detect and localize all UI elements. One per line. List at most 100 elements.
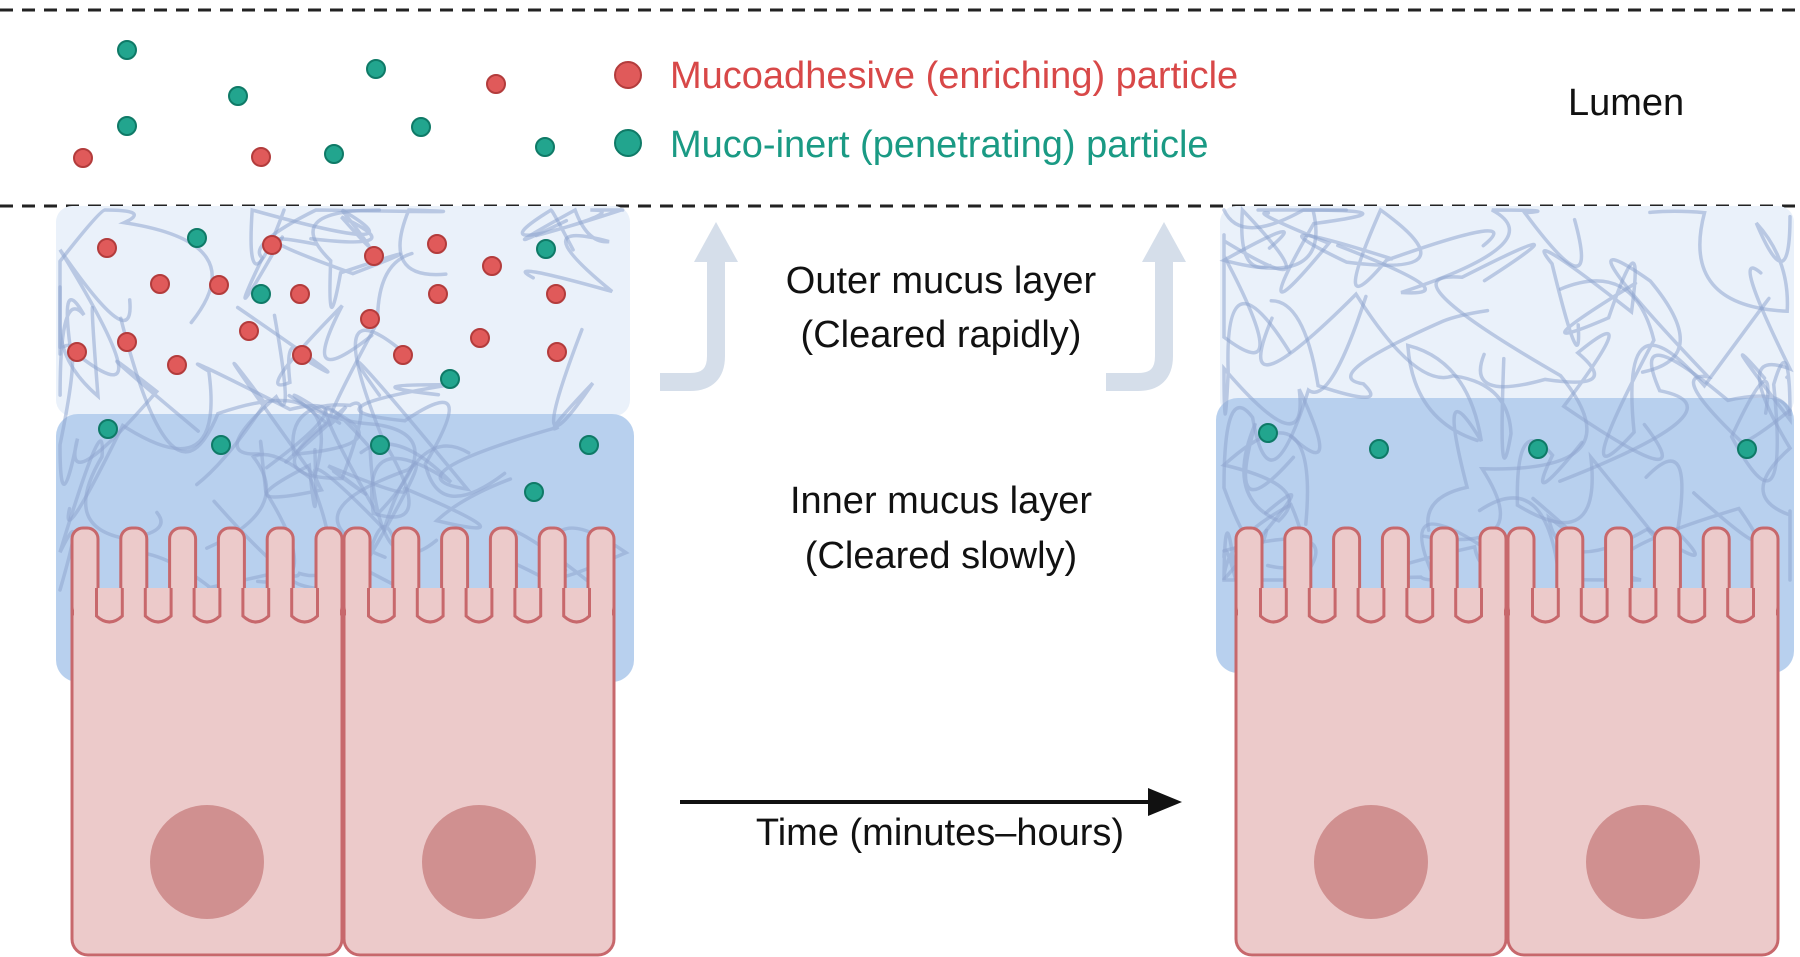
left-epithelial-cells: [70, 526, 616, 957]
mucoinert-particle: [524, 482, 544, 502]
cell-nucleus: [1314, 805, 1428, 919]
mucin-fiber: [355, 327, 595, 492]
mucin-fiber: [520, 208, 625, 252]
mucin-fiber: [58, 248, 132, 397]
mucin-fiber: [119, 316, 324, 487]
mucoadhesive-legend-label: Mucoadhesive (enriching) particle: [670, 55, 1238, 97]
mucin-fiber: [1405, 343, 1484, 532]
mucoadhesive-particle: [360, 309, 380, 329]
mucin-fiber: [1383, 522, 1529, 582]
mucin-fiber: [1558, 353, 1792, 483]
mucoadhesive-particle: [239, 321, 259, 341]
epithelial-cell: [1506, 526, 1780, 957]
mucoadhesive-particle: [150, 274, 170, 294]
outer-layer-label-line2: (Cleared rapidly): [801, 314, 1082, 356]
time-arrow: [680, 788, 1182, 816]
mucoinert-particle: [1737, 439, 1757, 459]
cell-nucleus: [150, 805, 264, 919]
mucin-fiber: [272, 208, 402, 309]
lumen-label: Lumen: [1568, 82, 1684, 124]
mucoadhesive-particle: [428, 284, 448, 304]
mucoinert-particle: [251, 284, 271, 304]
mucin-fiber: [235, 304, 374, 387]
left-mucus-particles: [67, 228, 599, 502]
mucin-fiber: [327, 464, 513, 530]
outer-layer-label-line1: Outer mucus layer: [786, 260, 1097, 302]
mucoinert-particle: [536, 239, 556, 259]
mucin-fiber: [1422, 242, 1589, 542]
mucoinert-particle: [211, 435, 231, 455]
mucin-fiber: [1478, 331, 1664, 462]
mucin-fiber: [1729, 360, 1792, 483]
epithelial-cell: [342, 526, 616, 957]
mucoinert-particle: [324, 144, 344, 164]
mucin-fiber: [287, 393, 439, 555]
epithelial-cell: [70, 526, 344, 957]
mucin-fiber: [353, 328, 453, 519]
mucoinert-particle: [579, 435, 599, 455]
mucin-fiber: [1300, 207, 1496, 289]
mucoadhesive-particle: [262, 235, 282, 255]
mucin-fiber: [1219, 208, 1348, 270]
mucoadhesive-particle: [393, 345, 413, 365]
mucoadhesive-particle: [482, 256, 502, 276]
mucoinert-particle: [440, 369, 460, 389]
left-panel-initial: [56, 206, 634, 957]
mucoadhesive-legend-dot: [614, 61, 642, 89]
lumen-particles: [73, 40, 555, 168]
mucoadhesive-particle: [547, 342, 567, 362]
mucoadhesive-particle: [209, 275, 229, 295]
mucin-fiber: [291, 401, 363, 481]
inner-layer-label-line1: Inner mucus layer: [790, 480, 1092, 522]
mucin-fiber: [1515, 439, 1661, 543]
mucin-fiber: [1648, 209, 1792, 314]
mucoadhesive-particle: [290, 284, 310, 304]
mucin-fiber: [58, 285, 101, 401]
outer-layer-clearance-arrow-left: [660, 222, 738, 391]
mucoadhesive-particle: [117, 332, 137, 352]
outer-layer-clearance-arrow-right: [1106, 222, 1186, 391]
cell-nucleus: [1586, 805, 1700, 919]
mucoadhesive-particle: [470, 328, 490, 348]
mucoinert-particle: [1258, 423, 1278, 443]
mucoadhesive-particle: [67, 342, 87, 362]
mucoinert-particle: [187, 228, 207, 248]
mucoadhesive-particle: [73, 148, 93, 168]
mucoinert-particle: [228, 86, 248, 106]
mucin-fiber: [1336, 208, 1584, 295]
mucoinert-legend-label: Muco-inert (penetrating) particle: [670, 124, 1209, 166]
mucoinert-particle: [98, 419, 118, 439]
mucoadhesive-particle: [292, 345, 312, 365]
mucin-fiber: [1258, 291, 1513, 460]
mucin-fiber: [1222, 302, 1322, 455]
mucoadhesive-particle: [486, 74, 506, 94]
mucoadhesive-particle: [97, 238, 117, 258]
right-mucus-particles: [1258, 423, 1757, 459]
mucoinert-particle: [117, 116, 137, 136]
epithelial-cell: [1234, 526, 1508, 957]
mucoinert-particle: [1528, 439, 1548, 459]
mucin-fiber: [1542, 249, 1638, 347]
inner-layer-label-line2: (Cleared slowly): [805, 535, 1077, 577]
mucin-fiber: [264, 444, 471, 533]
legend: Mucoadhesive (enriching) particle Muco-i…: [614, 55, 1238, 166]
mucin-fiber: [243, 208, 448, 300]
mucin-fiber: [1222, 205, 1288, 355]
right-panel-after-time: [1216, 205, 1794, 957]
cell-nucleus: [422, 805, 536, 919]
mucoinert-particle: [117, 40, 137, 60]
mucin-fiber: [66, 362, 327, 522]
mucoinert-particle: [366, 59, 386, 79]
time-label: Time (minutes–hours): [756, 812, 1124, 854]
mucoinert-particle: [535, 137, 555, 157]
mucoadhesive-particle: [427, 234, 447, 254]
mucoadhesive-particle: [364, 246, 384, 266]
mucoinert-particle: [1369, 439, 1389, 459]
mucin-fiber: [1220, 422, 1310, 526]
mucoinert-particle: [411, 117, 431, 137]
mucoadhesive-particle: [251, 147, 271, 167]
mucin-fiber: [249, 207, 374, 266]
mucin-fiber: [1558, 279, 1771, 459]
mucoadhesive-particle: [167, 355, 187, 375]
